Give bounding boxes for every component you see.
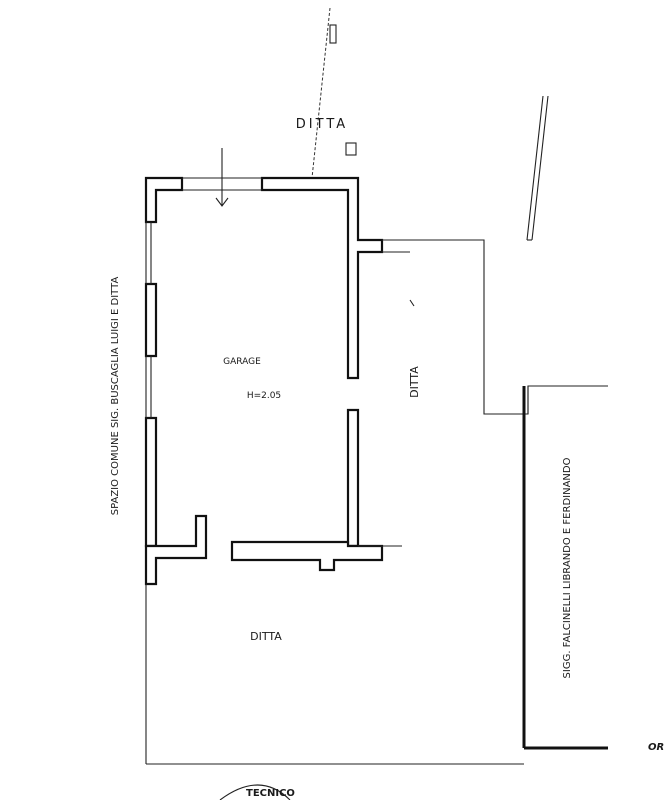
- bottom-boundary: [145, 584, 524, 800]
- label-left-side: SPAZIO COMUNE SIG. BUSCAGLIA LUIGI E DIT…: [110, 277, 121, 516]
- label-right-side: SIGG. FALCINELLI LIBRANDO E FERDINANDO: [562, 457, 573, 678]
- top-boundary: [311, 7, 357, 179]
- label-ditta-right: DITTA: [408, 366, 421, 398]
- stamp-partial: TECNICO: [246, 788, 295, 799]
- right-boundary: [382, 239, 608, 750]
- upper-right-boundary: [526, 95, 549, 241]
- label-corner: OR: [648, 742, 664, 753]
- garage-walls: [144, 176, 410, 586]
- entry-arrow-icon: [215, 148, 229, 207]
- label-ditta-bottom: DITTA: [250, 630, 282, 643]
- label-garage: GARAGE: [223, 357, 261, 367]
- label-ditta-top: DITTA: [296, 117, 348, 132]
- label-garage-height: H=2.05: [247, 391, 281, 401]
